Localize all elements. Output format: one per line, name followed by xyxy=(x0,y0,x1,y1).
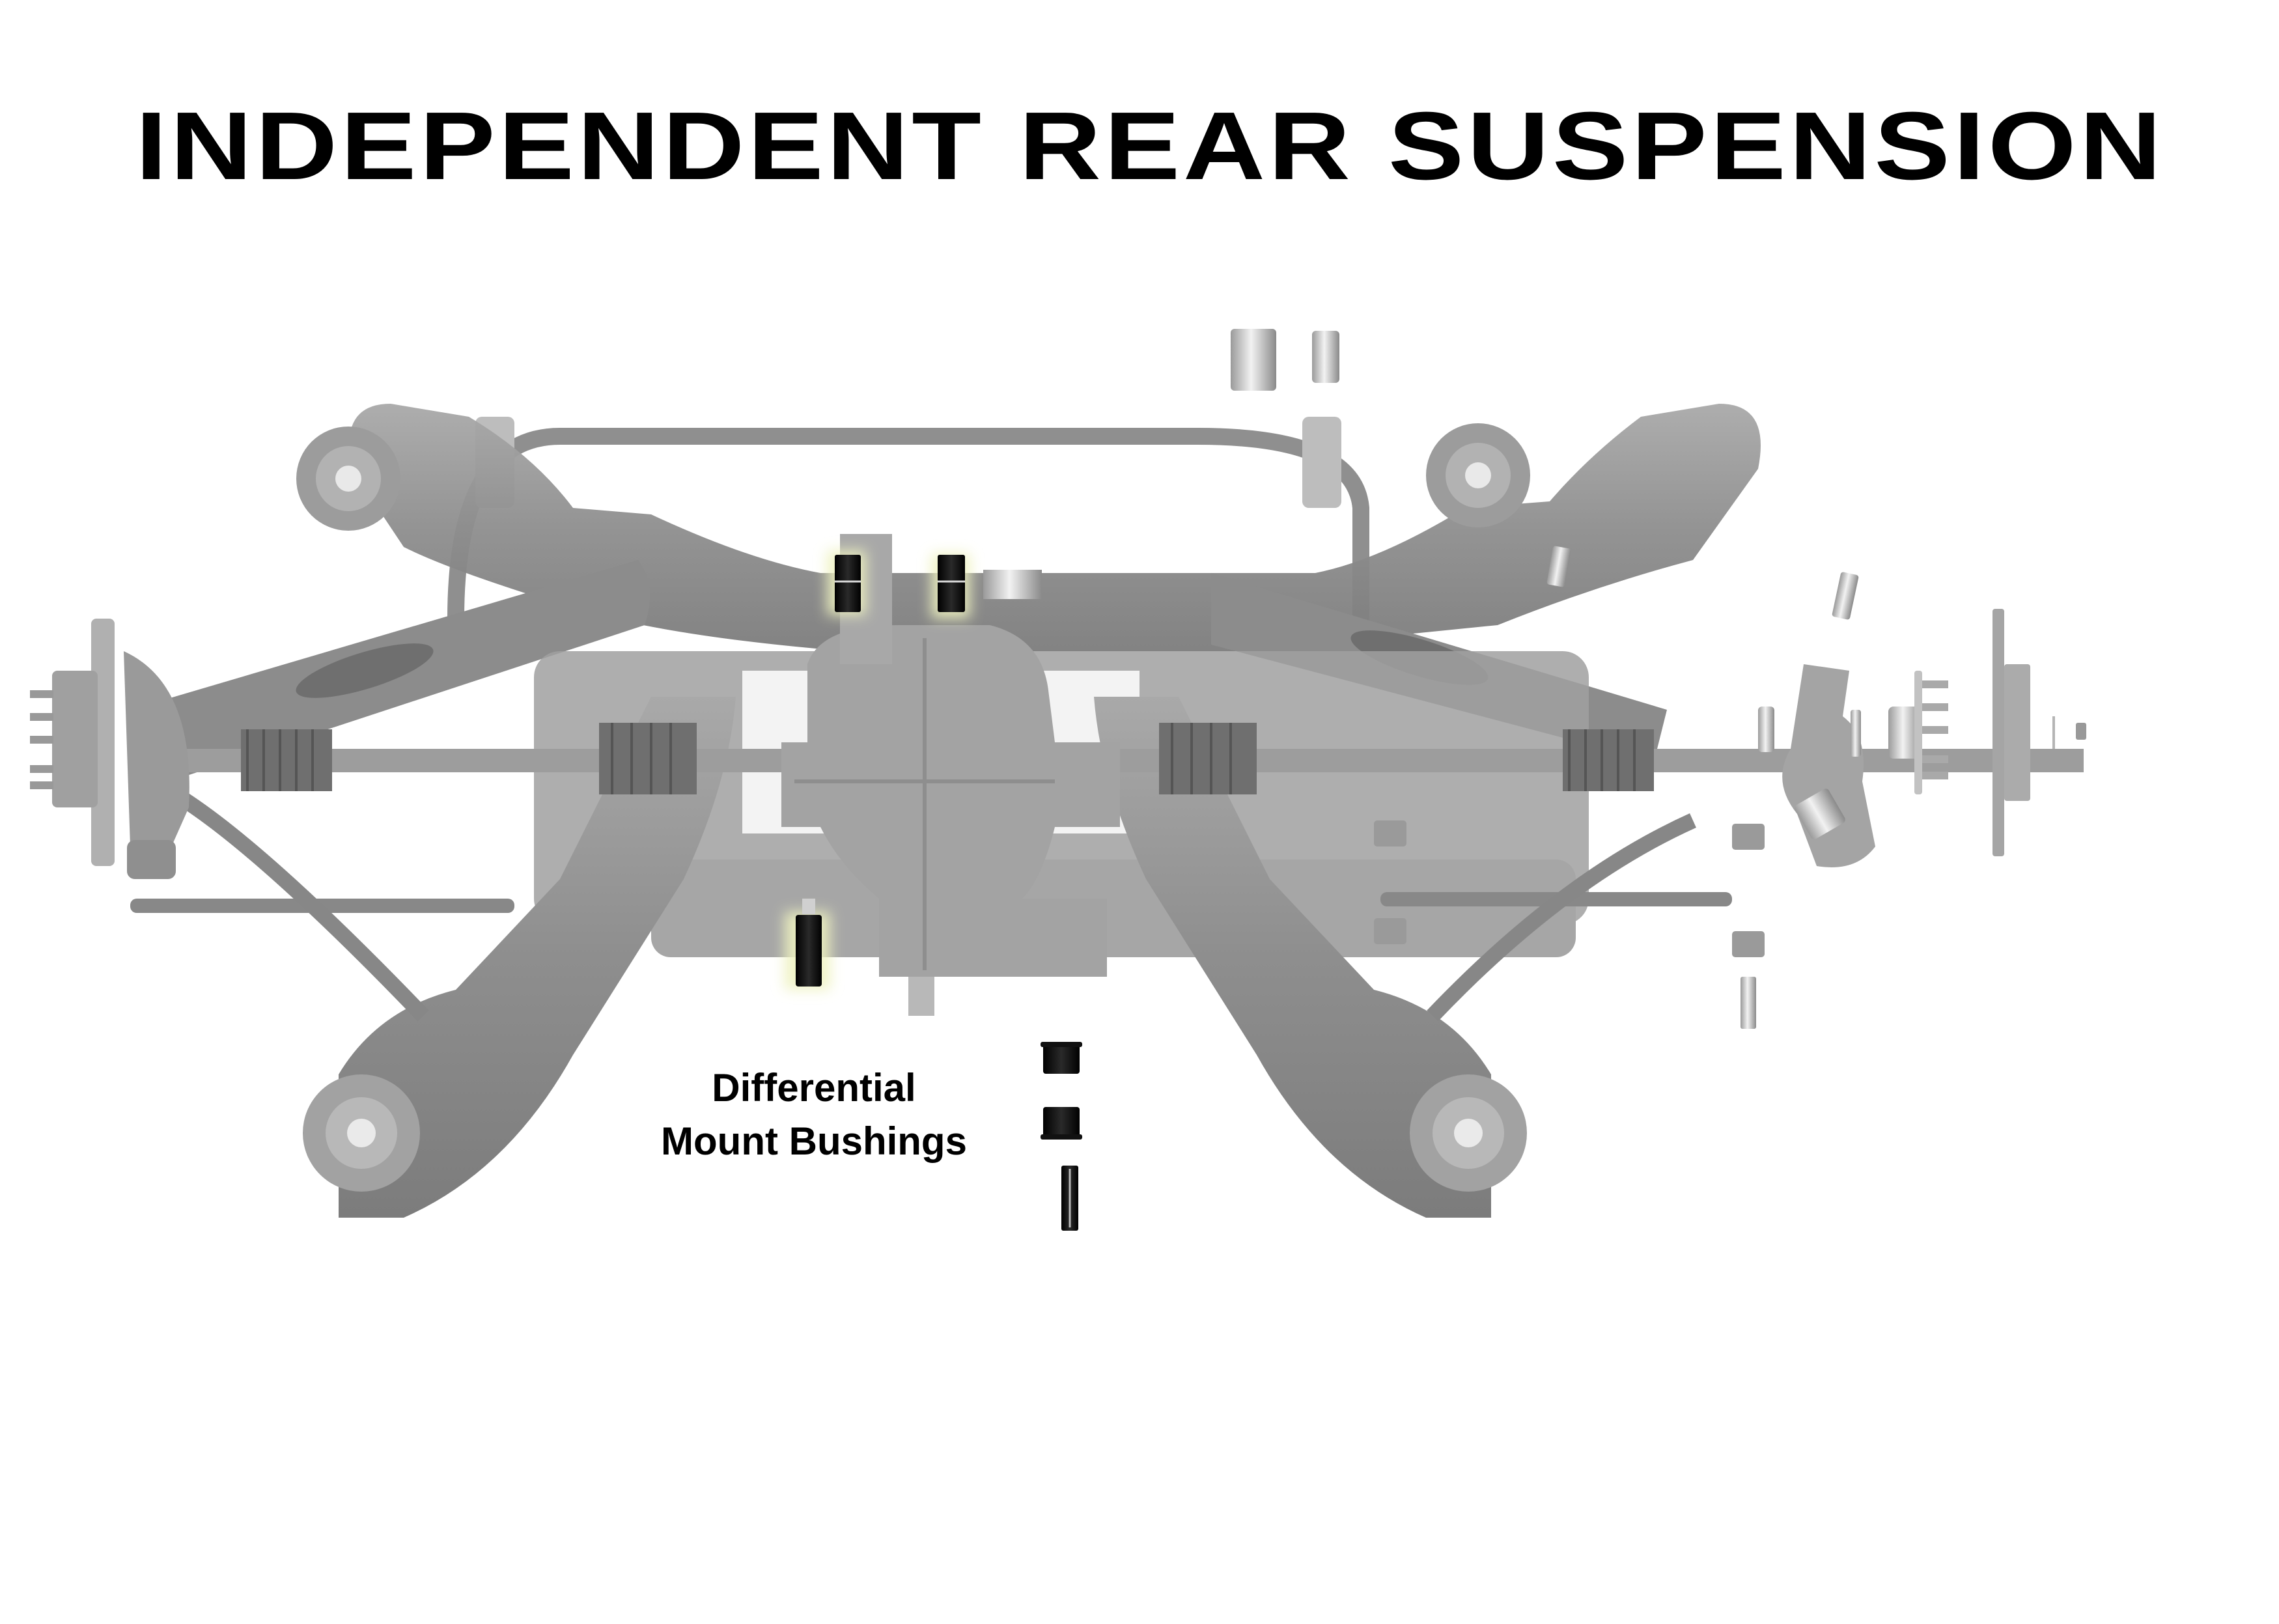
diff-bushing-lower-exploded xyxy=(1043,1107,1080,1137)
exploded-sway-parts xyxy=(1231,329,1859,620)
exploded-knuckle xyxy=(1758,664,1875,867)
exploded-toe-bushings xyxy=(1374,820,1765,1029)
left-hub-rotor xyxy=(30,619,189,879)
toe-links xyxy=(130,787,1732,1022)
cv-boot-left-inner xyxy=(599,723,697,794)
subframe-crossmember xyxy=(296,404,1761,651)
diagram-title: INDEPENDENT REAR SUSPENSION xyxy=(135,92,2165,200)
lower-diff-bushing-installed xyxy=(785,899,830,990)
callout-line-2: Mount Bushings xyxy=(661,1119,967,1163)
exploded-diff-bushings xyxy=(1041,1042,1082,1231)
upper-diff-bushings xyxy=(827,550,1042,619)
cv-boot-left-outer xyxy=(241,729,332,791)
cv-boot-right-inner xyxy=(1159,723,1257,794)
differential-bushings-callout: Differential Mount Bushings xyxy=(625,1061,1003,1168)
cv-boot-right-outer xyxy=(1563,729,1654,791)
callout-line-1: Differential xyxy=(712,1066,916,1110)
exploded-washer-nut xyxy=(2052,716,2086,749)
lower-control-arms xyxy=(303,697,1527,1218)
exploded-wheel-bearing xyxy=(1851,710,1861,757)
exploded-hub xyxy=(1888,671,1948,794)
exploded-brake-rotor xyxy=(1992,609,2030,856)
diff-bushing-upper-exploded xyxy=(1043,1044,1080,1074)
